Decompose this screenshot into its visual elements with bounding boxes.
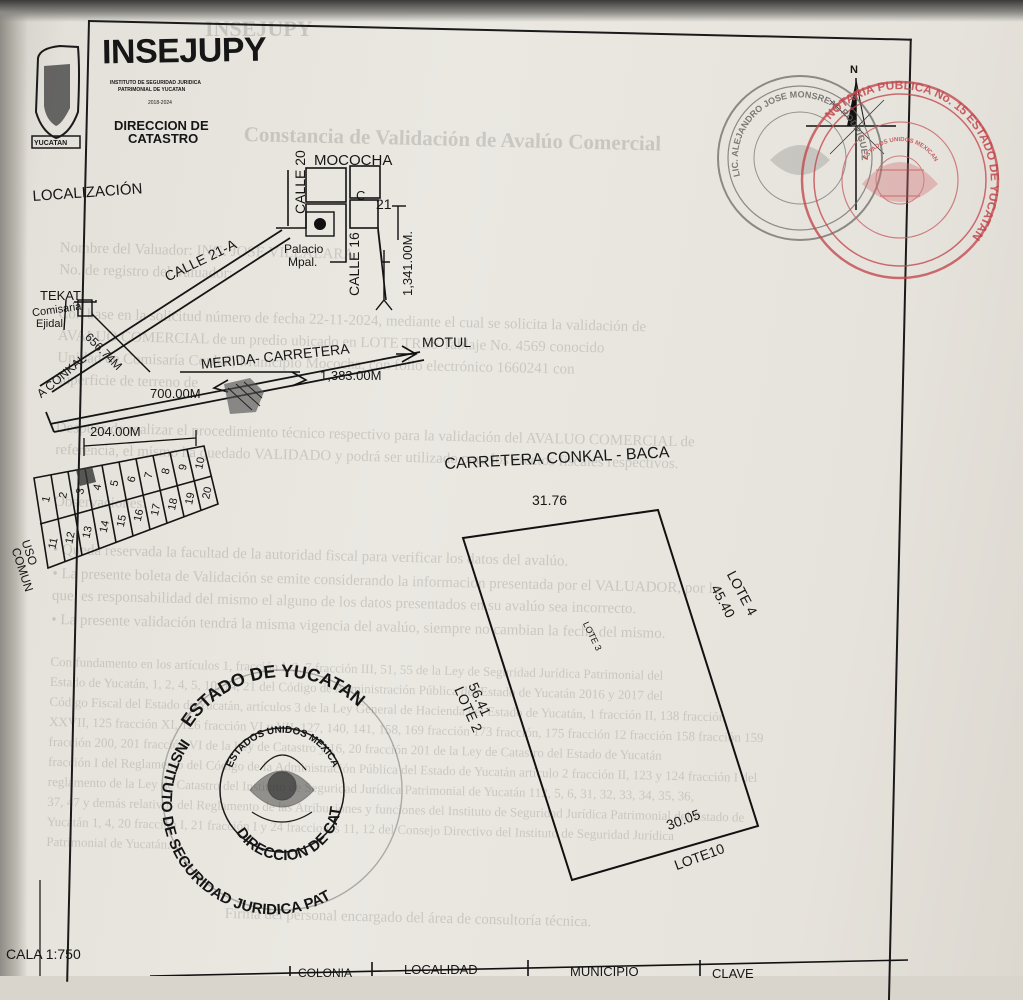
mococha-town-blocks xyxy=(276,165,390,301)
dimension-204 xyxy=(83,430,197,456)
institute-line-2: PATRIMONIAL DE YUCATAN xyxy=(118,87,186,93)
label-palacio: Palacio xyxy=(284,242,324,256)
col-municipio: MUNICIPIO xyxy=(570,964,639,979)
label-tekat: TEKAT xyxy=(40,288,81,303)
notary-red-inner-text: ESTADOS UNIDOS MEXICANOS xyxy=(0,0,938,163)
institute-line-1: INSTITUTO DE SEGURIDAD JURIDICA xyxy=(110,80,202,86)
label-calle-21: 21 xyxy=(376,196,392,212)
lot-number-top: 4 xyxy=(91,483,104,491)
label-motul: MOTUL xyxy=(422,334,471,350)
shield-caption: YUCATAN xyxy=(34,140,68,147)
lot-number-top: 5 xyxy=(108,479,121,487)
lot-divider xyxy=(118,461,134,537)
lot-number-bottom: 13 xyxy=(81,525,95,539)
seal-ring-top-path: ESTADO DE YUCATAN xyxy=(177,661,369,730)
state-seal-icon xyxy=(161,669,403,911)
department-line-1: DIRECCION DE xyxy=(114,118,209,133)
lot-divider xyxy=(152,455,168,524)
notary-seal-red-icon xyxy=(800,80,1000,280)
seal-ring-top: ESTADO DE YUCATAN xyxy=(177,661,369,730)
hatched-area xyxy=(224,378,264,414)
lot-number-top: 9 xyxy=(177,463,190,471)
lot-number-top: 3 xyxy=(74,487,87,495)
lot-number-top: 1 xyxy=(40,495,53,503)
notary-red-text-path: NOTARIA PUBLICA No. 15 ESTADO DE YUCATAN xyxy=(822,78,1002,243)
ghost-title: INSEJUPY xyxy=(205,16,313,41)
notary-red-text: NOTARIA PUBLICA No. 15 ESTADO DE YUCATAN xyxy=(822,78,1002,243)
lot-number-top: 2 xyxy=(57,491,70,499)
lot-number-bottom: 11 xyxy=(46,537,60,551)
lot-number-top: 6 xyxy=(126,475,139,483)
lot-highlight xyxy=(76,466,96,486)
lot-divider xyxy=(169,452,185,517)
label-ejidal: Ejidal xyxy=(36,318,63,330)
lot-number-top: 10 xyxy=(193,456,207,470)
page-curl-shadow xyxy=(0,0,28,976)
department-line-2: CATASTRO xyxy=(128,131,199,146)
lot-number-bottom: 16 xyxy=(132,508,146,522)
parcel-lote-3 xyxy=(461,508,760,882)
lot-number-bottom: 19 xyxy=(183,491,197,505)
lot-number-bottom: 15 xyxy=(115,514,129,528)
lot-number-bottom: 12 xyxy=(63,531,77,545)
road-arrows xyxy=(180,345,418,393)
lot-divider xyxy=(186,449,202,511)
lot-subdivision xyxy=(33,445,219,570)
label-mpal: Mpal. xyxy=(288,255,318,269)
lot-number-bottom: 17 xyxy=(149,503,163,517)
institute-years: 2018-2024 xyxy=(148,100,172,106)
label-top-side: 31.76 xyxy=(532,492,568,508)
road-calle-21a xyxy=(39,229,291,393)
label-204m: 204.00M xyxy=(90,424,141,439)
scale-label: CALA 1:750 xyxy=(6,946,81,962)
top-edge-shadow xyxy=(0,0,1023,22)
lot-number-bottom: 18 xyxy=(166,497,180,511)
lot-divider xyxy=(67,471,83,556)
lot-divider xyxy=(101,465,117,543)
lot-number-top: 7 xyxy=(143,471,156,479)
north-label: N xyxy=(850,64,858,76)
palacio-marker-icon xyxy=(305,211,335,237)
notary-red-inner-text-path: ESTADOS UNIDOS MEXICANOS xyxy=(0,0,938,163)
notary-seal-text: LIC. ALEJANDRO JOSE MONSREAL RODRIGUEZ N… xyxy=(0,0,1002,243)
yucatan-shield-icon xyxy=(31,44,81,149)
lot-number-bottom: 20 xyxy=(200,486,214,500)
footer-table xyxy=(149,959,909,976)
lot-number-top: 8 xyxy=(160,467,173,475)
label-mococha: MOCOCHA xyxy=(314,152,393,169)
tekat-marker xyxy=(63,299,151,373)
label-block-c: C xyxy=(356,188,366,203)
north-arrow-icon xyxy=(806,78,896,210)
lot-divider xyxy=(50,474,66,562)
street-arrows xyxy=(375,205,406,311)
lot-number-bottom: 14 xyxy=(98,519,112,533)
lot-divider xyxy=(135,458,151,530)
